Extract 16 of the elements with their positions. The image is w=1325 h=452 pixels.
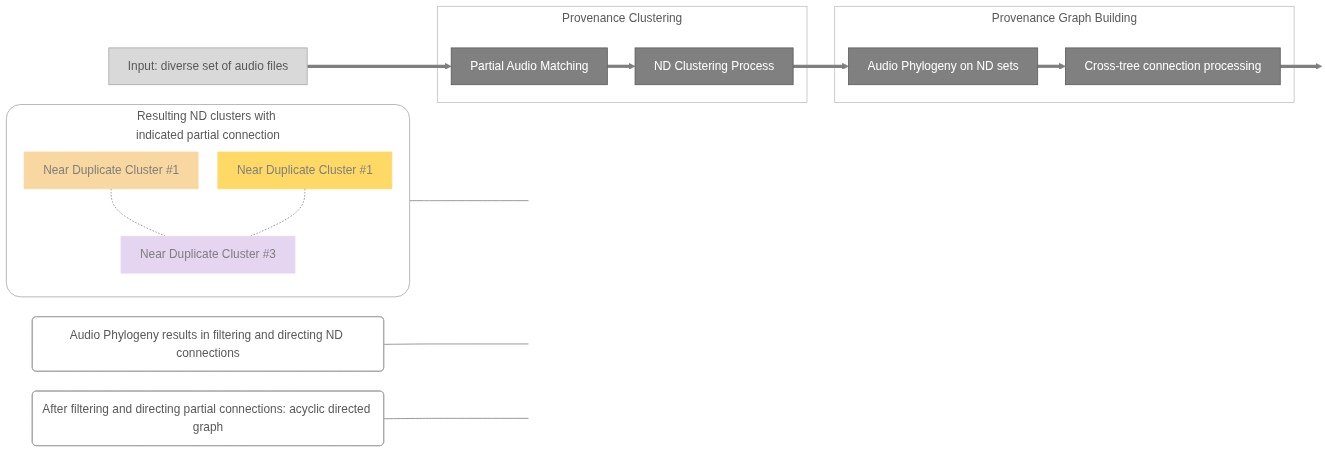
node-box: ND Clustering Process <box>634 47 794 86</box>
node-box: Partial Audio Matching <box>450 47 608 86</box>
connector <box>409 200 529 202</box>
connector <box>383 417 529 420</box>
arrow <box>607 62 636 70</box>
connector <box>383 343 529 345</box>
node-box: Near Duplicate Cluster #3 <box>120 235 296 274</box>
arrow <box>1037 62 1066 70</box>
node-box: Near Duplicate Cluster #1 <box>217 151 393 190</box>
node-box: Input: diverse set of audio files <box>108 47 308 86</box>
arrow <box>1280 62 1323 70</box>
arrow <box>307 62 452 70</box>
node-box: Near Duplicate Cluster #1 <box>23 151 199 190</box>
node-box: Cross-tree connection processing <box>1065 47 1281 86</box>
node-box: Audio Phylogeny on ND sets <box>848 47 1039 86</box>
arrow <box>793 62 849 70</box>
